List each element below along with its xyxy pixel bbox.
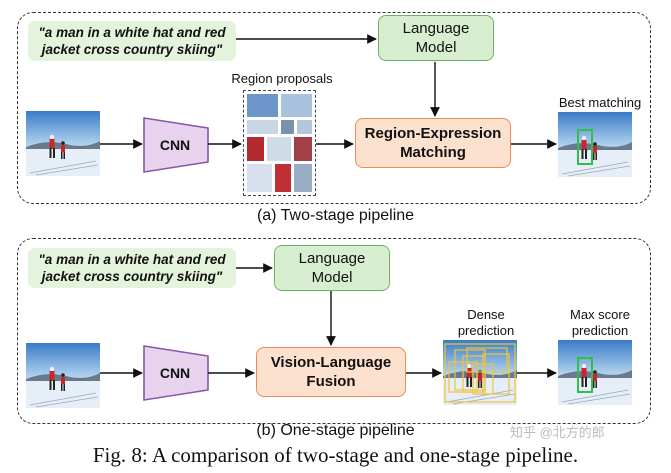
cnn-label-a: CNN (160, 137, 190, 153)
max-score-box (577, 357, 593, 393)
dense-prediction-label: Dense prediction (457, 307, 515, 338)
dense-prediction-photo (442, 339, 518, 406)
input-photo-a (25, 110, 101, 177)
two-stage-caption: (a) Two-stage pipeline (256, 207, 415, 224)
language-model-box-b: Language Model (274, 245, 390, 291)
best-matching-label: Best matching (558, 95, 642, 110)
region-proposals-label: Region proposals (231, 71, 333, 86)
two-stage-panel (17, 12, 651, 204)
one-stage-caption: (b) One-stage pipeline (256, 422, 415, 439)
best-match-box (577, 129, 593, 165)
cnn-label-b: CNN (160, 365, 190, 381)
query-text-a: "a man in a white hat and red jacket cro… (28, 21, 236, 61)
vision-language-fusion-box: Vision-Language Fusion (256, 347, 406, 397)
proposal-thumbnails (247, 94, 312, 192)
watermark-text: 知乎 @北方的郎 (510, 425, 605, 440)
figure-caption: Fig. 8: A comparison of two-stage and on… (92, 443, 579, 467)
one-stage-panel (17, 238, 651, 424)
language-model-box-a: Language Model (378, 15, 494, 61)
output-photo-b (557, 339, 633, 406)
input-photo-b (25, 342, 101, 409)
region-expression-matching-box: Region-Expression Matching (355, 118, 511, 168)
cnn-block-a (143, 117, 209, 173)
cnn-block-b (143, 345, 209, 401)
output-photo-a (557, 111, 633, 178)
max-score-prediction-label: Max score prediction (570, 307, 630, 338)
query-text-b: "a man in a white hat and red jacket cro… (28, 248, 236, 288)
